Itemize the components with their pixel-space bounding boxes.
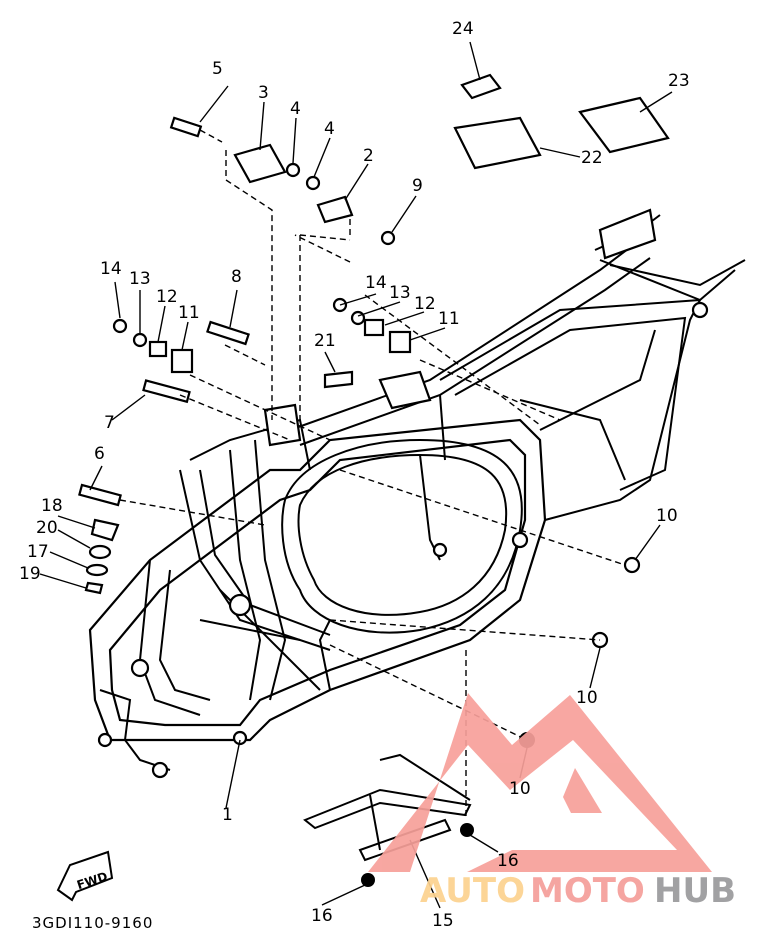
drawing-code: 3GDI110-9160 bbox=[32, 914, 153, 932]
part-label-12: 12 bbox=[414, 294, 436, 314]
part-label-8: 8 bbox=[231, 267, 242, 287]
watermark-auto: AUTO bbox=[420, 871, 525, 911]
part-label-14: 14 bbox=[365, 273, 387, 293]
frame-illustration bbox=[88, 208, 746, 779]
part-label-19: 19 bbox=[19, 564, 41, 584]
part-label-23: 23 bbox=[668, 71, 690, 91]
part-label-22: 22 bbox=[581, 148, 603, 168]
part-label-24: 24 bbox=[452, 19, 474, 39]
part-label-21: 21 bbox=[314, 331, 336, 351]
part-label-20: 20 bbox=[36, 518, 58, 538]
part-label-2: 2 bbox=[363, 146, 374, 166]
watermark-moto: MOTO bbox=[530, 871, 645, 911]
watermark-hub: HUB bbox=[654, 871, 736, 911]
part-label-10: 10 bbox=[509, 779, 531, 799]
part-label-15: 15 bbox=[432, 911, 454, 931]
leader-lines bbox=[39, 41, 673, 909]
part-label-4: 4 bbox=[324, 119, 335, 139]
part-label-6: 6 bbox=[94, 444, 105, 464]
part-label-4: 4 bbox=[290, 99, 301, 119]
part-label-9: 9 bbox=[412, 176, 423, 196]
fwd-label: FWD bbox=[75, 869, 109, 892]
part-label-16: 16 bbox=[497, 851, 519, 871]
part-label-11: 11 bbox=[438, 309, 460, 329]
part-label-11: 11 bbox=[178, 303, 200, 323]
part-labels: 1 2 3 4 4 5 6 7 8 9 10 10 10 11 11 12 12… bbox=[19, 19, 690, 931]
part-label-12: 12 bbox=[156, 287, 178, 307]
part-label-17: 17 bbox=[27, 542, 49, 562]
part-label-7: 7 bbox=[104, 413, 115, 433]
watermark-logo-mark bbox=[368, 693, 712, 872]
part-label-10: 10 bbox=[656, 506, 678, 526]
part-label-1: 1 bbox=[222, 805, 233, 825]
automotohub-watermark: AUTO MOTO HUB bbox=[368, 693, 736, 911]
part-label-14: 14 bbox=[100, 259, 122, 279]
part-label-16: 16 bbox=[311, 906, 333, 926]
forward-direction-arrow: FWD bbox=[56, 850, 114, 902]
part-label-3: 3 bbox=[258, 83, 269, 103]
part-label-18: 18 bbox=[41, 496, 63, 516]
part-label-5: 5 bbox=[212, 59, 223, 79]
part-label-13: 13 bbox=[129, 269, 151, 289]
part-label-13: 13 bbox=[389, 283, 411, 303]
hardware-parts bbox=[78, 73, 670, 887]
part-label-10: 10 bbox=[576, 688, 598, 708]
